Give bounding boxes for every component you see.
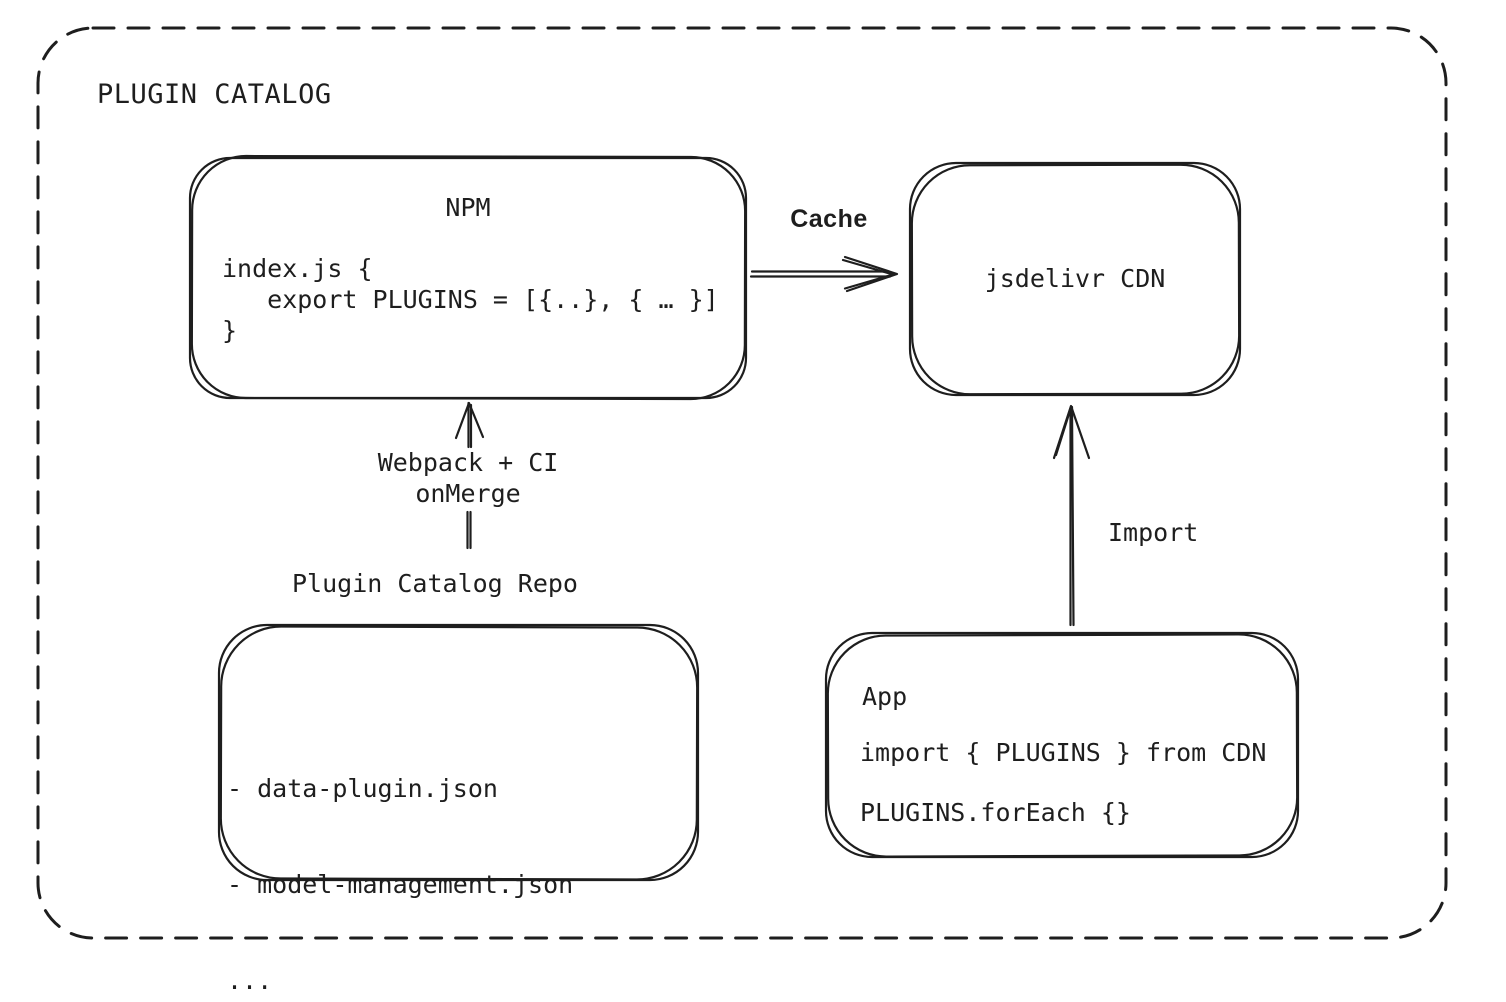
build-arrow xyxy=(454,401,485,550)
app-title: App xyxy=(862,682,908,711)
repo-box xyxy=(217,623,700,882)
npm-box xyxy=(188,154,748,401)
import-arrow xyxy=(1052,404,1091,627)
repo-item-ellipsis: ... xyxy=(227,966,273,995)
cache-edge-label: Cache xyxy=(790,205,868,233)
npm-code: index.js { export PLUGINS = [{..}, { … }… xyxy=(222,254,719,345)
diagram-title: PLUGIN CATALOG xyxy=(97,79,332,110)
repo-item-model-management: - model-management.json xyxy=(227,870,574,899)
app-import-line: import { PLUGINS } from CDN xyxy=(860,738,1267,767)
catalog-boundary-box xyxy=(36,26,1448,940)
repo-title: Plugin Catalog Repo xyxy=(292,569,578,598)
cdn-box xyxy=(908,161,1242,397)
cdn-label: jsdelivr CDN xyxy=(984,264,1166,293)
npm-title: NPM xyxy=(445,193,491,222)
app-foreach-line: PLUGINS.forEach {} xyxy=(860,798,1131,827)
repo-item-data-plugin: - data-plugin.json xyxy=(227,774,498,803)
repo-items: - data-plugin.json - model-management.js… xyxy=(227,709,573,1002)
cache-arrow xyxy=(749,255,899,293)
app-box xyxy=(824,631,1300,859)
import-edge-label: Import xyxy=(1108,518,1199,547)
build-edge-label: Webpack + CI onMerge xyxy=(377,448,559,508)
